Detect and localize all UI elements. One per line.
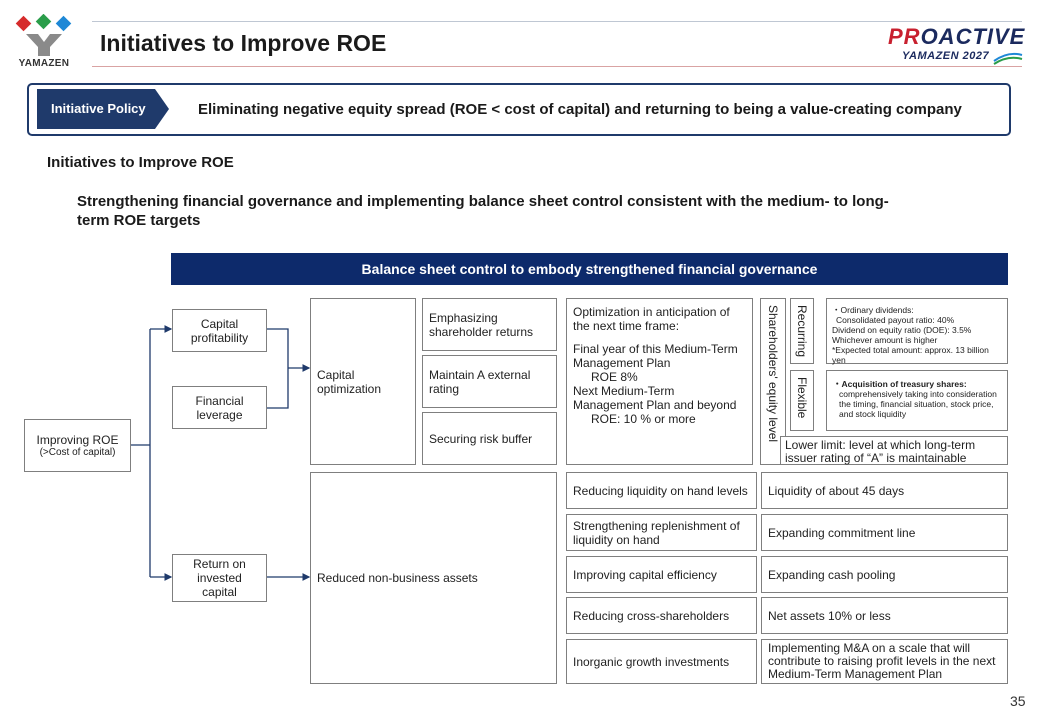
policy-tag-label: Initiative Policy	[51, 101, 146, 116]
page-title: Initiatives to Improve ROE	[100, 30, 387, 56]
capital-item-shareholder-returns: Emphasizing shareholder returns	[422, 298, 557, 351]
optimization-intro: Optimization in anticipation of the next…	[573, 305, 730, 333]
recurring-line-4: *Expected total amount: approx. 13 billi…	[832, 345, 989, 365]
recurring-label: Recurring	[790, 298, 814, 364]
optimization-box: Optimization in anticipation of the next…	[566, 298, 753, 465]
capital-optimization-box: Capital optimization	[310, 298, 416, 465]
non-business-target-1: Expanding commitment line	[761, 514, 1008, 551]
recurring-line-1: Consolidated payout ratio: 40%	[836, 315, 955, 325]
title-rule	[92, 66, 1022, 67]
non-business-measure-3: Reducing cross-shareholders	[566, 597, 757, 634]
capital-item-a-rating: Maintain A external rating	[422, 355, 557, 408]
yamazen-logo: YAMAZEN	[12, 13, 76, 76]
logo-mark-icon	[15, 13, 72, 56]
optimization-line1: Final year of this Medium-Term Managemen…	[573, 342, 738, 370]
non-business-target-0: Liquidity of about 45 days	[761, 472, 1008, 509]
capital-item-risk-buffer: Securing risk buffer	[422, 412, 557, 465]
non-business-measure-4: Inorganic growth investments	[566, 639, 757, 684]
logo-text: YAMAZEN	[18, 58, 70, 69]
non-business-target-3: Net assets 10% or less	[761, 597, 1008, 634]
non-business-target-2: Expanding cash pooling	[761, 556, 1008, 593]
capital-profitability-box: Capital profitability	[172, 309, 267, 352]
flexible-detail-box: ・Acquisition of treasury shares: compreh…	[826, 370, 1008, 431]
non-business-measure-1: Strengthening replenishment of liquidity…	[566, 514, 757, 551]
page-number: 35	[1010, 693, 1026, 709]
improving-roe-box: Improving ROE (>Cost of capital)	[24, 419, 131, 472]
reduced-non-business-assets-box: Reduced non-business assets	[310, 472, 557, 684]
brand-sub: YAMAZEN 2027	[902, 50, 990, 62]
non-business-measure-0: Reducing liquidity on hand levels	[566, 472, 757, 509]
optimization-line4: ROE: 10 % or more	[591, 412, 696, 426]
improving-roe-sub: (>Cost of capital)	[39, 446, 116, 458]
policy-text: Eliminating negative equity spread (ROE …	[198, 101, 962, 118]
brand-pr: PR	[888, 24, 921, 49]
policy-tag: Initiative Policy	[37, 89, 169, 129]
flexible-line-1: comprehensively taking into consideratio…	[839, 389, 997, 419]
brand-rest: OACTIVE	[920, 24, 1026, 49]
policy-box	[27, 83, 1011, 136]
flexible-line-0: ・Acquisition of treasury shares:	[833, 379, 967, 389]
proactive-brand-logo: PROACTIVE YAMAZEN 2027	[888, 24, 1024, 66]
section-subheading: Strengthening financial governance and i…	[77, 193, 889, 229]
lower-limit-box: Lower limit: level at which long-term is…	[780, 436, 1008, 465]
non-business-measure-2: Improving capital efficiency	[566, 556, 757, 593]
section-heading: Initiatives to Improve ROE	[47, 154, 234, 171]
header-top-rule	[92, 21, 1022, 22]
financial-leverage-box: Financial leverage	[172, 386, 267, 429]
recurring-detail-box: ・Ordinary dividends: Consolidated payout…	[826, 298, 1008, 365]
optimization-line3: Next Medium-Term Management Plan and bey…	[573, 384, 737, 412]
recurring-line-0: ・Ordinary dividends:	[832, 305, 914, 315]
brand-swoosh-icon	[993, 52, 1023, 65]
optimization-line2: ROE 8%	[591, 370, 638, 384]
improving-roe-label: Improving ROE	[36, 432, 119, 447]
policy-tag-arrow	[37, 89, 169, 129]
non-business-target-4: Implementing M&A on a scale that will co…	[761, 639, 1008, 684]
flexible-label: Flexible	[790, 370, 814, 431]
recurring-line-2: Dividend on equity ratio (DOE): 3.5%	[832, 325, 972, 335]
return-on-invested-capital-box: Return on invested capital	[172, 554, 267, 602]
balance-sheet-banner: Balance sheet control to embody strength…	[171, 253, 1008, 285]
recurring-line-3: Whichever amount is higher	[832, 335, 938, 345]
